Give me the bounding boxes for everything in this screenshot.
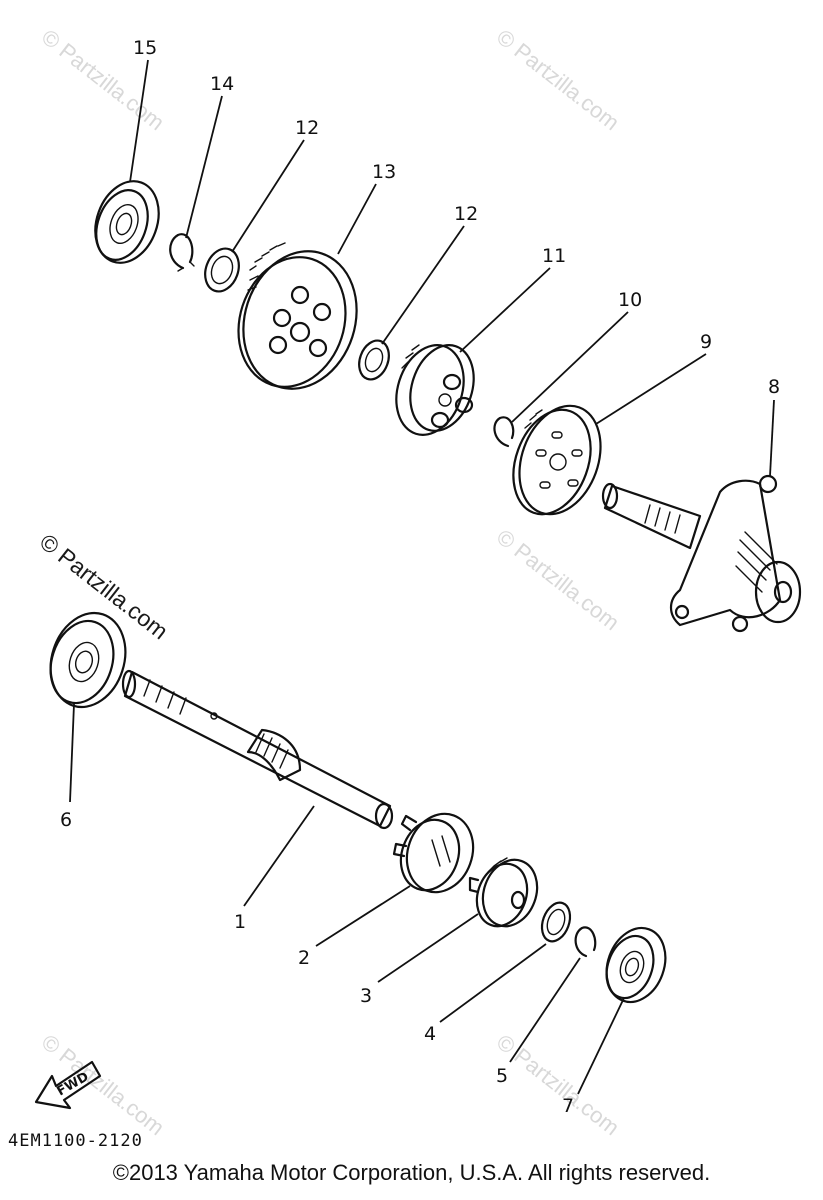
callout-3: 3: [360, 985, 372, 1007]
callout-4: 4: [424, 1023, 436, 1045]
part-12-washer-b[interactable]: [354, 336, 394, 383]
part-13-gear[interactable]: [222, 236, 374, 403]
part-8-shaft-assembly[interactable]: [601, 474, 802, 633]
part-12-washer[interactable]: [199, 244, 244, 296]
callout-8: 8: [768, 376, 780, 398]
callout-10: 10: [618, 289, 642, 311]
callout-12-b: 12: [454, 203, 478, 225]
callout-13: 13: [372, 161, 396, 183]
callout-15: 15: [133, 37, 157, 59]
part-9-gear[interactable]: [500, 394, 615, 525]
callout-1: 1: [234, 911, 246, 933]
callout-12: 12: [295, 117, 319, 139]
callout-6: 6: [60, 809, 72, 831]
callout-14: 14: [210, 73, 234, 95]
watermark: © Partzilla.com: [492, 24, 624, 135]
callout-labels: 15 14 12 13 12 11 10 9 8 6 1 2 3 4 5 7: [60, 37, 780, 1117]
part-14-circlip[interactable]: [169, 233, 195, 272]
part-7-bearing[interactable]: [597, 920, 676, 1011]
watermark: © Partzilla.com: [492, 1029, 624, 1140]
part-15-bearing[interactable]: [84, 172, 169, 271]
leader-lines: [69, 59, 775, 1095]
part-6-bearing[interactable]: [39, 603, 137, 717]
callout-7: 7: [562, 1095, 574, 1117]
part-5-circlip[interactable]: [574, 926, 597, 958]
part-10-circlip[interactable]: [493, 416, 515, 448]
part-2-clutch[interactable]: [391, 804, 483, 901]
part-1-main-shaft[interactable]: [121, 669, 394, 830]
callout-9: 9: [700, 331, 712, 353]
part-11-gear[interactable]: [385, 336, 484, 443]
diagram-code: 4EM1100-2120: [8, 1131, 143, 1151]
part-3-gear[interactable]: [468, 852, 547, 934]
callout-11: 11: [542, 245, 566, 267]
copyright-notice: ©2013 Yamaha Motor Corporation, U.S.A. A…: [112, 1160, 711, 1185]
part-4-washer[interactable]: [537, 899, 575, 945]
callout-5: 5: [496, 1065, 508, 1087]
callout-2: 2: [298, 947, 310, 969]
watermark: © Partzilla.com: [492, 524, 624, 635]
